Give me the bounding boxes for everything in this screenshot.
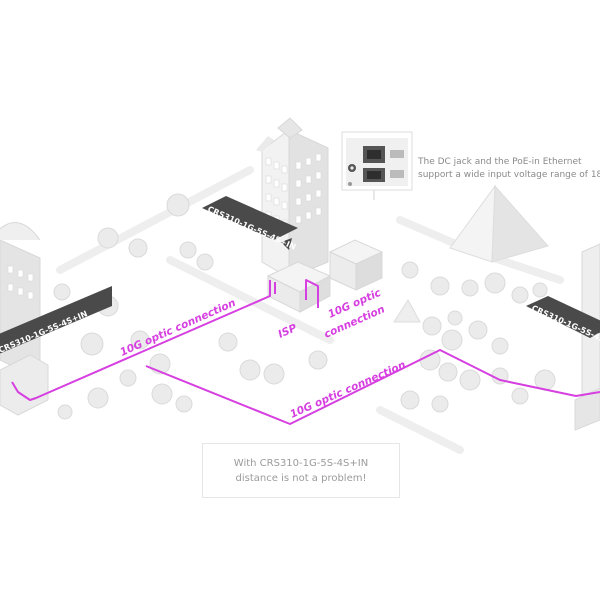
connection-label-left-upper: 10G optic connection: [118, 297, 237, 359]
dc-jack-callout-photo: [341, 131, 413, 200]
distance-message-line-2: distance is not a problem!: [235, 472, 367, 484]
optic-connection-lines: [11, 279, 600, 425]
distance-message-card: With CRS310-1G-5S-4S+IN distance is not …: [202, 443, 400, 498]
pyramid: [393, 184, 549, 323]
callout-line-1: The DC jack and the PoE-in Ethernet: [418, 157, 582, 167]
callout-line-2: support a wide input voltage range of 18…: [418, 170, 600, 180]
left-building-windows: [7, 265, 34, 300]
dc-jack-callout: The DC jack and the PoE-in Ethernet supp…: [418, 156, 600, 182]
trees: [53, 193, 556, 420]
distance-message-line-1: With CRS310-1G-5S-4S+IN: [233, 457, 369, 469]
